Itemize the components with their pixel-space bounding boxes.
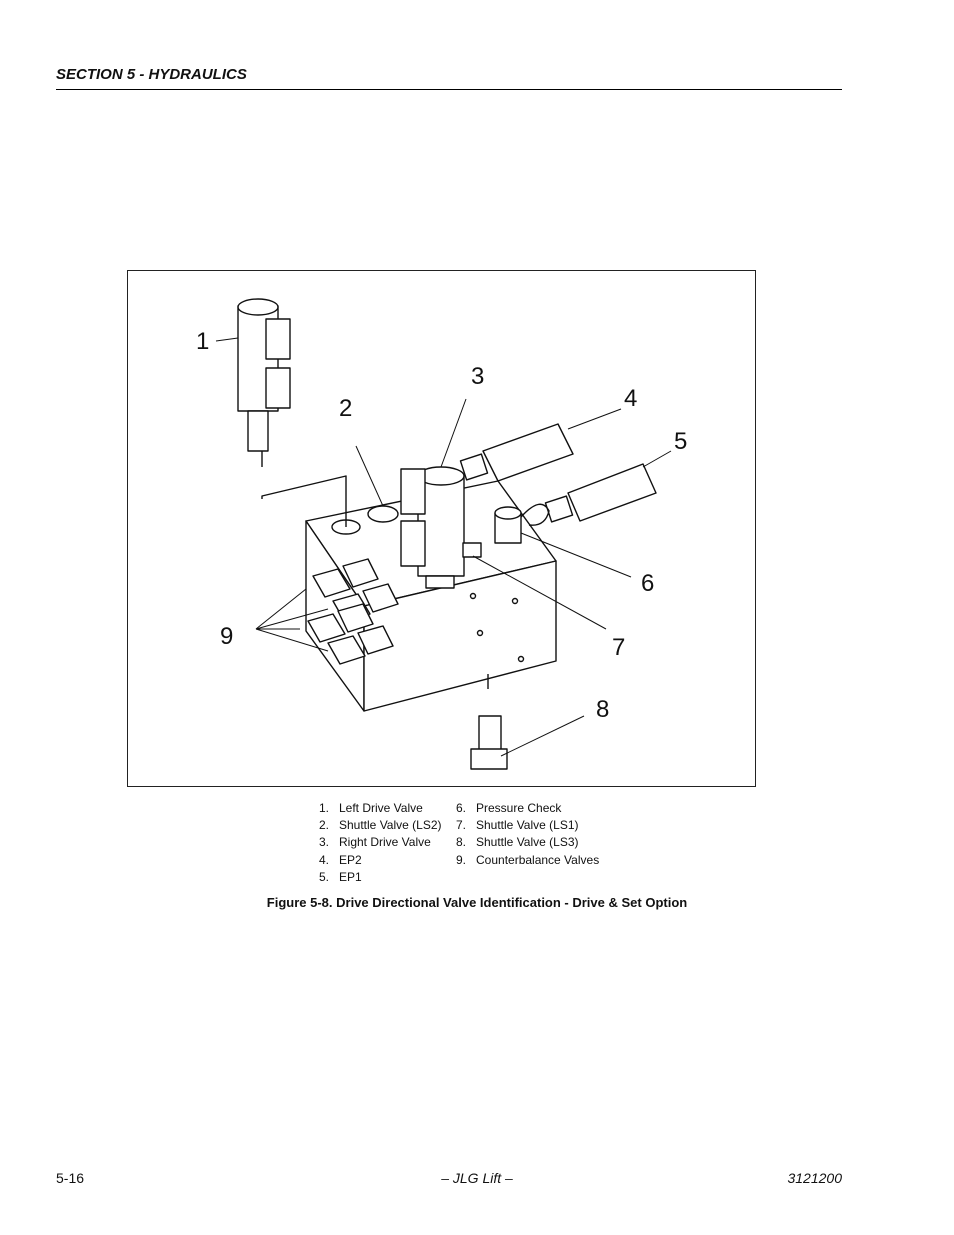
document-number: 3121200	[787, 1170, 842, 1186]
footer-publisher: – JLG Lift –	[441, 1170, 513, 1186]
manifold-front-face	[363, 560, 557, 712]
legend-item: 7.Shuttle Valve (LS1)	[456, 818, 579, 833]
legend-item: 9.Counterbalance Valves	[456, 852, 600, 867]
legend-item: 1.Left Drive Valve	[319, 801, 423, 815]
legend-item: 2.Shuttle Valve (LS2)	[319, 818, 442, 833]
legend-item: 4.EP2	[319, 852, 362, 867]
figure-frame: 1 2 3 4 5 6 7 8 9	[127, 270, 756, 787]
valve-illustration: 1 2 3 4 5 6 7 8 9	[196, 298, 687, 770]
callout-8: 8	[596, 696, 609, 723]
callout-2: 2	[339, 395, 352, 422]
section-header: SECTION 5 - HYDRAULICS	[56, 66, 247, 83]
callout-5: 5	[674, 428, 687, 455]
legend-item: 6.Pressure Check	[456, 801, 562, 815]
legend-item: 3.Right Drive Valve	[319, 835, 431, 850]
counterbalance-valve-group	[307, 558, 399, 665]
figure-caption: Figure 5-8. Drive Directional Valve Iden…	[266, 895, 688, 910]
legend-left: 1.Left Drive Valve 2.Shuttle Valve (LS2)…	[319, 800, 442, 886]
legend-item: 8.Shuttle Valve (LS3)	[456, 835, 579, 850]
legend-right: 6.Pressure Check 7.Shuttle Valve (LS1) 8…	[456, 800, 599, 869]
callout-9: 9	[220, 623, 233, 650]
legend-item: 5.EP1	[319, 869, 362, 884]
header-rule	[56, 89, 842, 90]
callout-1: 1	[196, 328, 209, 355]
callout-3: 3	[471, 363, 484, 390]
callout-4: 4	[624, 385, 637, 412]
callout-7: 7	[612, 634, 625, 661]
callout-6: 6	[641, 570, 654, 597]
page-number: 5-16	[56, 1170, 85, 1186]
